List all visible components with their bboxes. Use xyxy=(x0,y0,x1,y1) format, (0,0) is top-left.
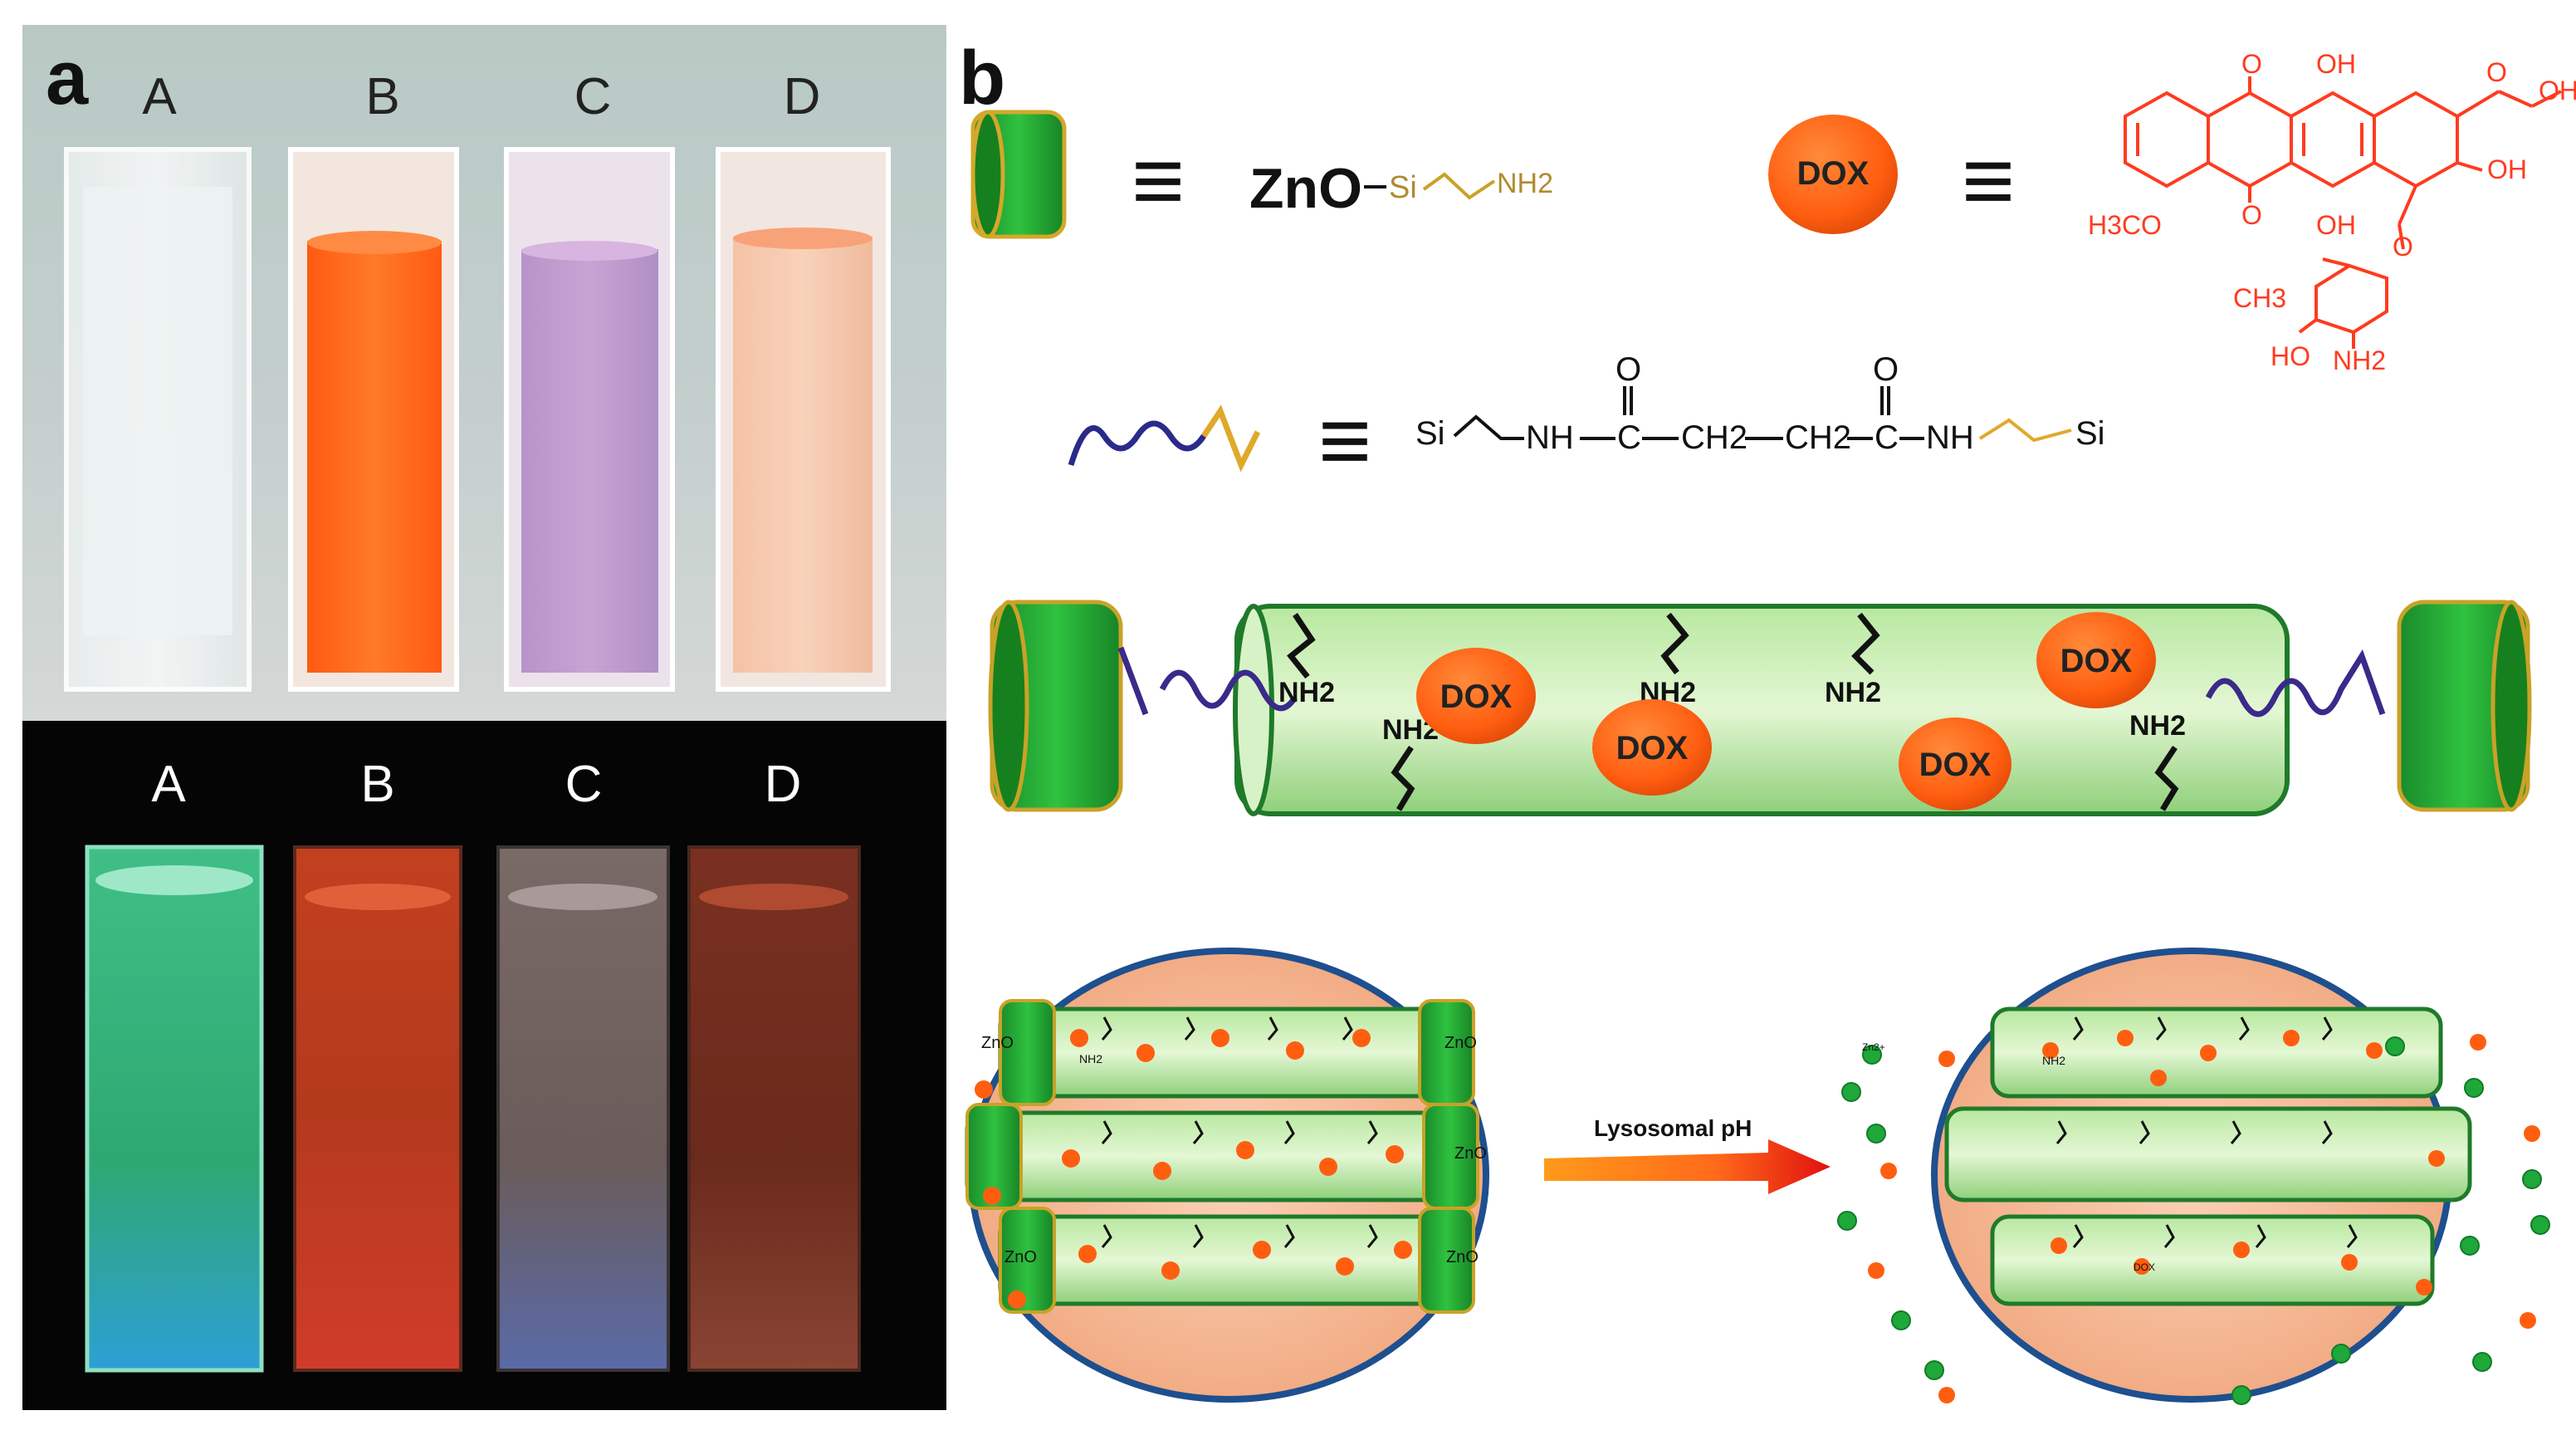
tube-dox-4: DOX xyxy=(2036,612,2156,708)
left-cell-dox-dots xyxy=(975,1029,1412,1309)
cell-after-release: NH2 DOX xyxy=(1931,948,2472,1403)
loaded-nanotube: NH2 NH2 NH2 NH2 NH2 DOX DOX DOX DOX xyxy=(988,600,2532,816)
cap-label-zno-2: ZnO xyxy=(1444,1034,1477,1052)
arrow-label: Lysosomal pH xyxy=(1594,1115,1752,1141)
panel-b: b ≡ ZnO Si NH2 DOX ≡ xyxy=(959,36,2576,1405)
linker-legend: ≡ Si NH C O CH2 CH2 C O NH Si xyxy=(1068,351,2105,492)
linker-ch2-2: CH2 xyxy=(1785,419,1851,456)
zno-si-label: Si xyxy=(1389,170,1417,205)
zno-equiv-sign: ≡ xyxy=(1132,130,1185,232)
cell-before-release: ZnO ZnO ZnO ZnO ZnO NH2 xyxy=(965,948,1489,1403)
dox-oh-bottom: OH xyxy=(2316,210,2356,240)
cuvette-a-uv xyxy=(85,845,264,1373)
cap-label-zno-5: ZnO xyxy=(1446,1248,1479,1266)
tube-nh2-4: NH2 xyxy=(1825,677,1881,708)
linker-si-left: Si xyxy=(1415,415,1445,452)
dox-oh-top-left: OH xyxy=(2316,49,2356,79)
linker-c2: C xyxy=(1875,419,1899,456)
zno-nh2-label: NH2 xyxy=(1497,168,1553,199)
cuvette-a-daylight xyxy=(64,147,252,692)
left-cell-nh2-label: NH2 xyxy=(1079,1052,1102,1065)
svg-text:DOX: DOX xyxy=(1616,730,1689,766)
dox-legend-label: DOX xyxy=(1797,155,1870,192)
dox-legend: DOX ≡ xyxy=(1768,115,2015,234)
photo-uv: A B C D xyxy=(22,721,946,1410)
dox-structure-labels: O OH O OH OH H3CO O OH O CH3 HO NH2 xyxy=(2088,49,2576,375)
tube-dox-1: DOX xyxy=(1416,648,1536,744)
dox-o-top: O xyxy=(2241,49,2262,79)
cuvette-label-b-bottom: B xyxy=(360,756,394,813)
zn-ion-label: Zn2+ xyxy=(1862,1041,1885,1053)
linker-o1: O xyxy=(1615,351,1641,388)
linker-equiv-sign: ≡ xyxy=(1318,389,1371,492)
cuvette-b-uv xyxy=(293,845,462,1372)
cuvette-label-a-top: A xyxy=(142,68,177,125)
right-zno-cap xyxy=(2397,600,2532,812)
photo-daylight: A B C D xyxy=(22,25,946,721)
right-cell-dox-label: DOX xyxy=(2134,1261,2155,1273)
dox-sugar-ch3: CH3 xyxy=(2233,283,2286,313)
linker-si-right: Si xyxy=(2075,415,2105,452)
svg-text:DOX: DOX xyxy=(1919,747,1992,783)
released-dox xyxy=(1868,1034,2540,1403)
tube-dox-3: DOX xyxy=(1899,718,2011,811)
cuvette-d-daylight xyxy=(716,147,891,692)
zno-legend: ≡ ZnO Si NH2 xyxy=(970,110,1553,239)
dox-oh-top-right: OH xyxy=(2539,76,2576,105)
linker-ch2-1: CH2 xyxy=(1681,419,1747,456)
dox-o-glyco: O xyxy=(2393,232,2413,262)
tube-dox-2: DOX xyxy=(1592,699,1712,796)
linker-c1: C xyxy=(1617,419,1641,456)
tube-nh2-1: NH2 xyxy=(1278,677,1335,708)
cuvette-label-d-top: D xyxy=(784,68,821,125)
cap-label-zno-3: ZnO xyxy=(1454,1144,1487,1163)
dox-sphere-icon xyxy=(1768,115,1898,234)
cuvette-c-uv xyxy=(496,845,670,1372)
cap-label-zno-1: ZnO xyxy=(981,1034,1014,1052)
svg-text:DOX: DOX xyxy=(2060,643,2133,679)
tube-nh2-5: NH2 xyxy=(2129,710,2186,742)
linker-nh-left: NH xyxy=(1526,419,1574,456)
left-cell-amines xyxy=(1101,1016,1378,1248)
lysosomal-arrow: Lysosomal pH xyxy=(1544,1115,1831,1194)
linker-nh-right: NH xyxy=(1926,419,1974,456)
cuvette-label-a-bottom: A xyxy=(151,756,186,813)
zno-core-label: ZnO xyxy=(1249,157,1362,220)
dox-oh-side: OH xyxy=(2487,154,2527,184)
dox-equiv-sign: ≡ xyxy=(1962,130,2015,232)
cap-label-zno-4: ZnO xyxy=(1004,1248,1037,1266)
svg-text:DOX: DOX xyxy=(1440,678,1513,715)
dox-sugar-ho: HO xyxy=(2270,341,2310,371)
right-cell-nh2-label: NH2 xyxy=(2042,1054,2065,1067)
panel-label-b: b xyxy=(959,36,1005,120)
cuvette-c-daylight xyxy=(504,147,675,692)
zno-cap-icon xyxy=(970,110,1067,239)
dox-o-bottom: O xyxy=(2241,200,2262,230)
panel-label-a: a xyxy=(46,36,89,120)
linker-o2: O xyxy=(1873,351,1899,388)
left-zno-cap xyxy=(988,600,1123,812)
cuvette-d-uv xyxy=(687,845,861,1372)
released-zn-ions xyxy=(1837,1036,2550,1405)
cuvette-label-c-top: C xyxy=(574,68,612,125)
cuvette-b-daylight xyxy=(288,147,459,692)
dox-methoxy: H3CO xyxy=(2088,210,2162,240)
cuvette-label-b-top: B xyxy=(365,68,399,125)
dox-o-ketone: O xyxy=(2486,57,2507,87)
cuvette-label-d-bottom: D xyxy=(765,756,802,813)
linker-wave-icon xyxy=(1068,420,1206,467)
right-linker-wave xyxy=(2205,649,2386,718)
dox-structure xyxy=(2124,76,2562,349)
left-linker-wave xyxy=(1117,646,1298,716)
cuvette-label-c-bottom: C xyxy=(565,756,603,813)
dox-sugar-nh2: NH2 xyxy=(2333,345,2386,375)
panel-a: A B C D A B C xyxy=(22,25,946,1410)
